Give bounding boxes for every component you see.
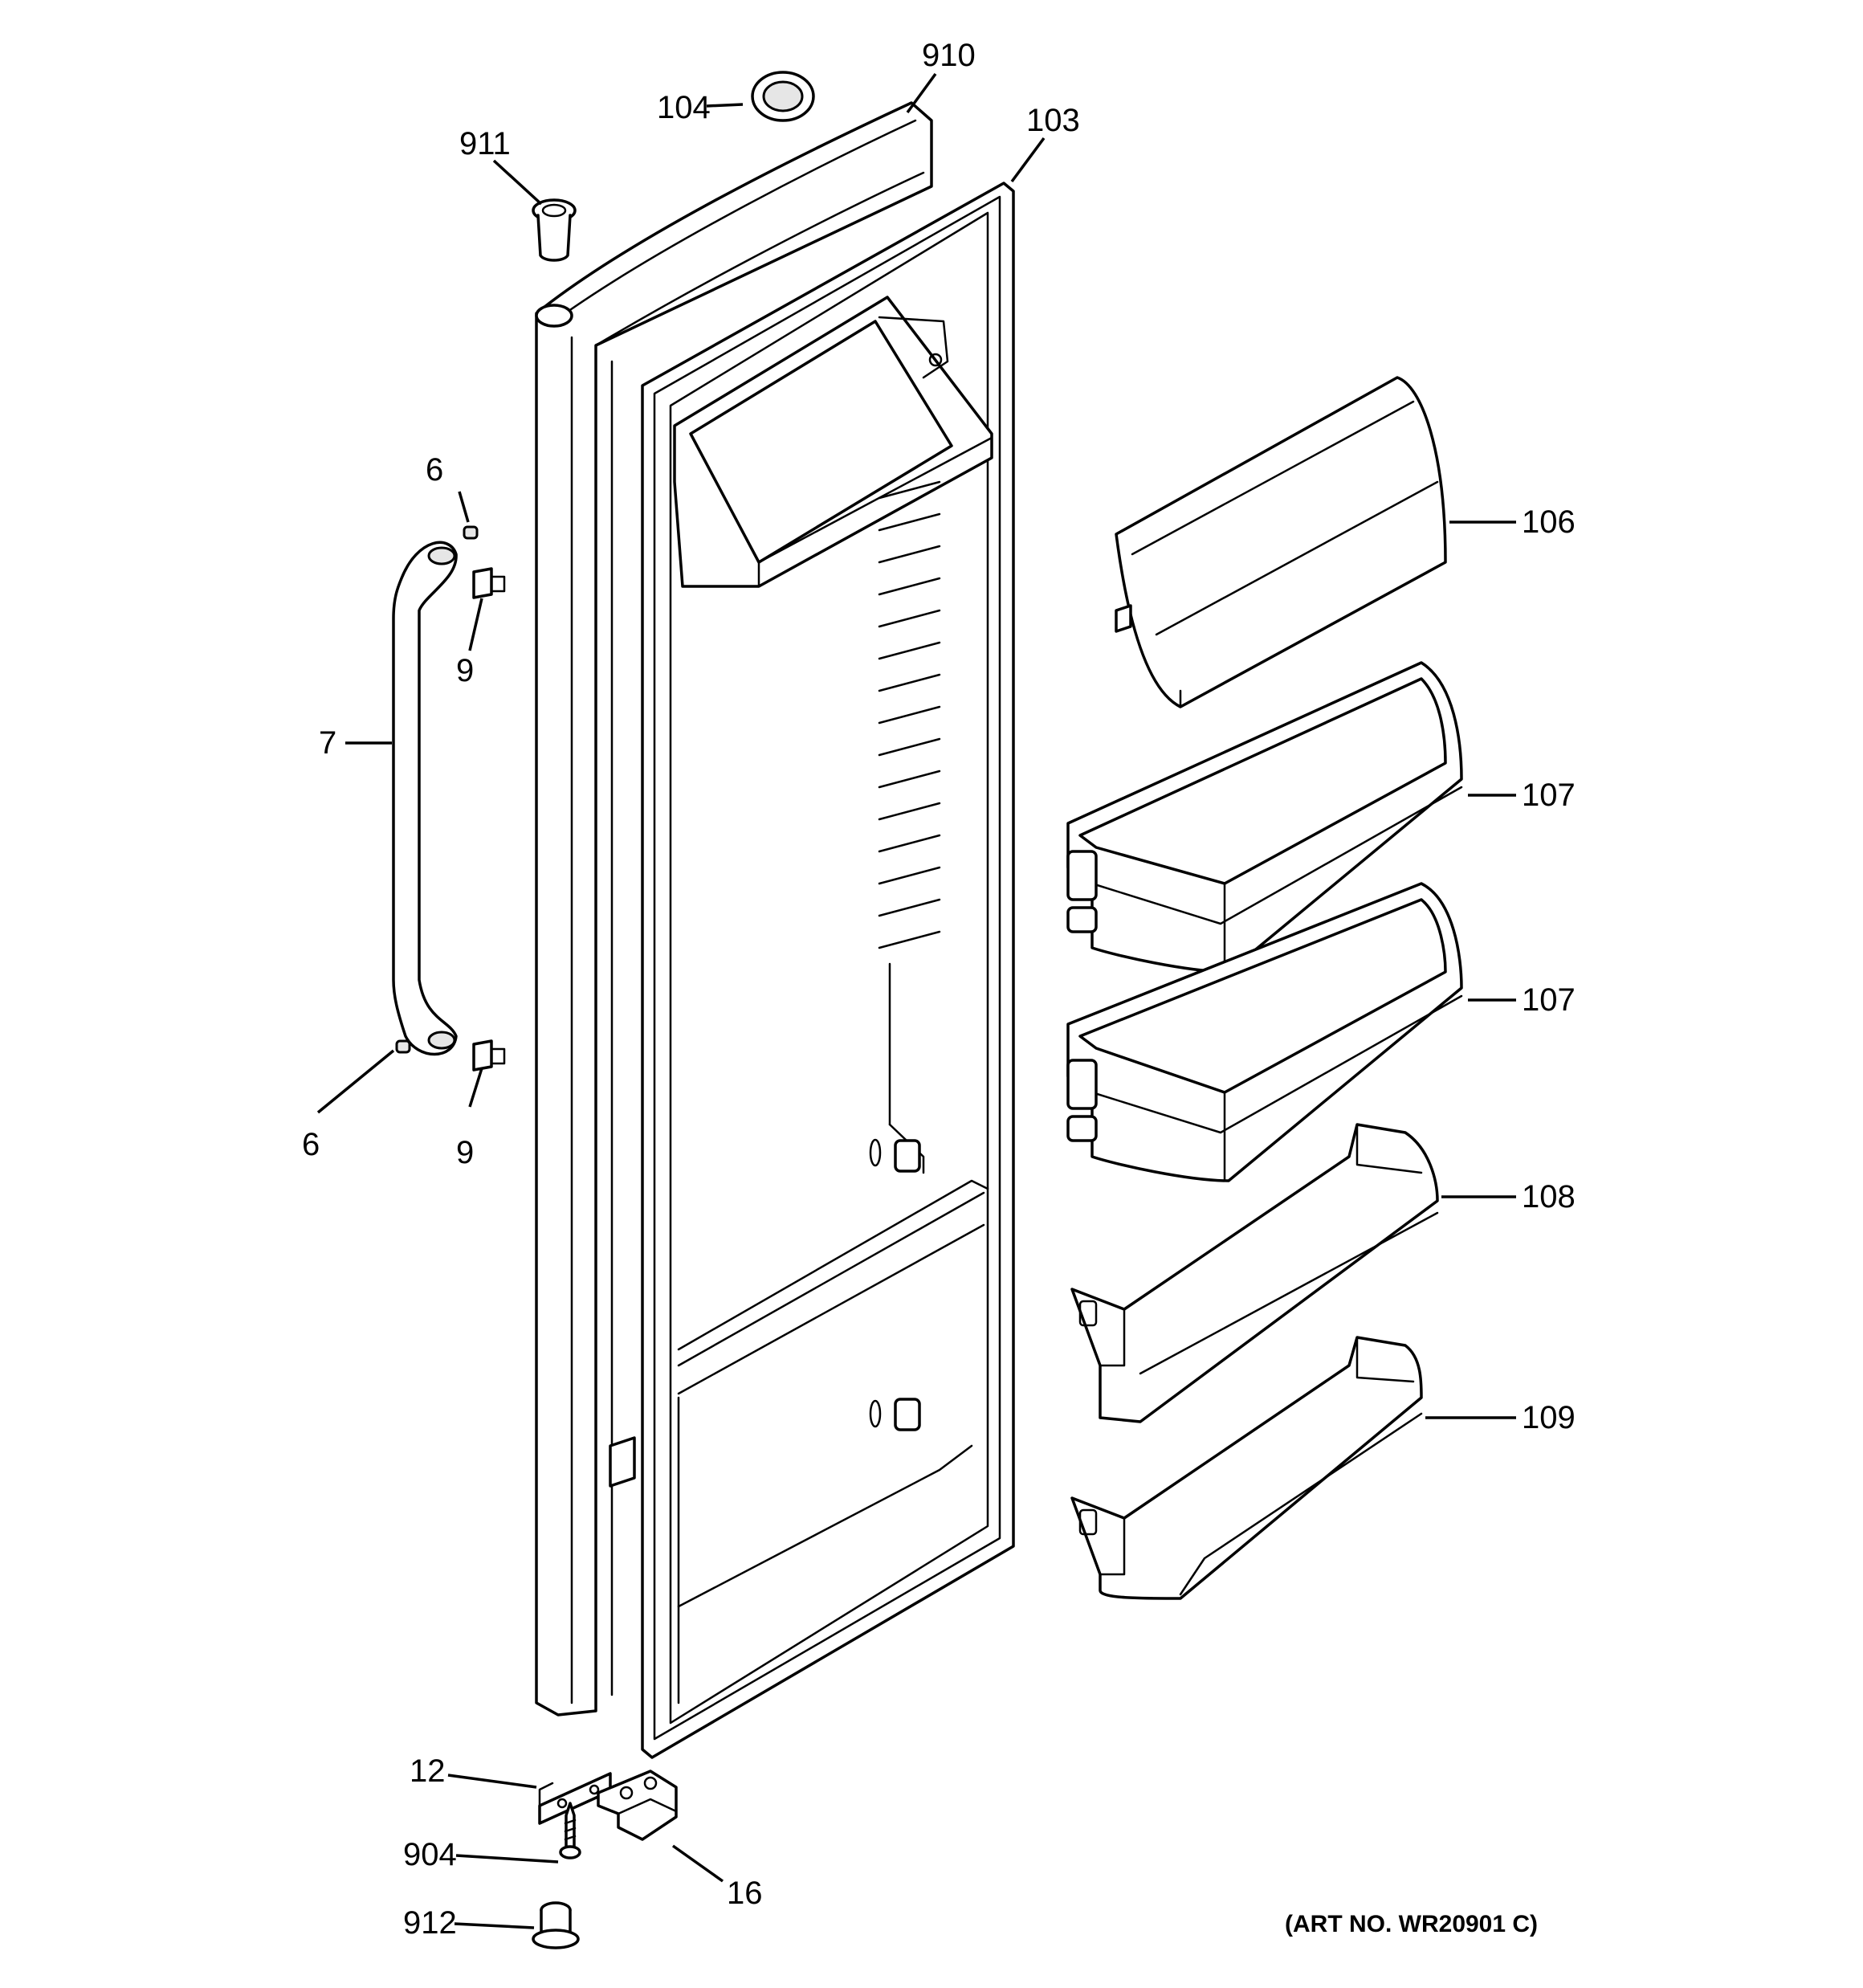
bushing-911 (532, 198, 577, 262)
door-bin-107-top (1066, 661, 1463, 974)
button-104 (751, 71, 815, 122)
callout-107-top: 107 (1522, 778, 1576, 813)
callout-6-bottom: 6 (302, 1127, 320, 1162)
art-number: (ART NO. WR20901 C) (1285, 1911, 1538, 1937)
door-bin-109 (1070, 1336, 1423, 1600)
callout-904: 904 (403, 1837, 457, 1872)
callout-9-top: 9 (456, 653, 474, 688)
screw-904 (559, 1802, 581, 1859)
callout-109: 109 (1522, 1400, 1576, 1435)
stud-bottom (472, 1039, 506, 1072)
liner-top-bin (673, 296, 993, 588)
handle-7 (392, 541, 458, 1056)
bushing-912 (532, 1901, 580, 1949)
shelf-support-ribs (878, 480, 941, 1174)
leader-lines (316, 72, 1516, 1929)
callout-labels: 104 910 103 911 6 9 7 6 9 106 107 107 10… (302, 38, 1576, 1941)
callout-106: 106 (1522, 504, 1576, 540)
callout-108: 108 (1522, 1179, 1576, 1214)
callout-9-bottom: 9 (456, 1135, 474, 1170)
callout-103: 103 (1026, 103, 1080, 138)
callout-911: 911 (459, 126, 511, 161)
liner-mid-divider (609, 1138, 989, 1704)
door-bin-108 (1070, 1123, 1439, 1423)
callout-12: 12 (410, 1753, 446, 1789)
callout-910: 910 (922, 38, 976, 73)
callout-6-top: 6 (426, 452, 443, 488)
door-outer-shell (535, 101, 933, 1717)
stud-top (472, 567, 506, 599)
hinge-bracket-16 (597, 1770, 678, 1841)
callout-107-bottom: 107 (1522, 982, 1576, 1018)
set-screw-bottom (395, 1039, 411, 1054)
dairy-cover-106 (1115, 376, 1447, 708)
set-screw-top (463, 525, 479, 540)
callout-912: 912 (403, 1905, 457, 1941)
door-bin-107-bottom (1066, 882, 1463, 1182)
callout-16: 16 (727, 1876, 763, 1911)
callout-7: 7 (319, 725, 336, 761)
callout-104: 104 (657, 90, 711, 125)
